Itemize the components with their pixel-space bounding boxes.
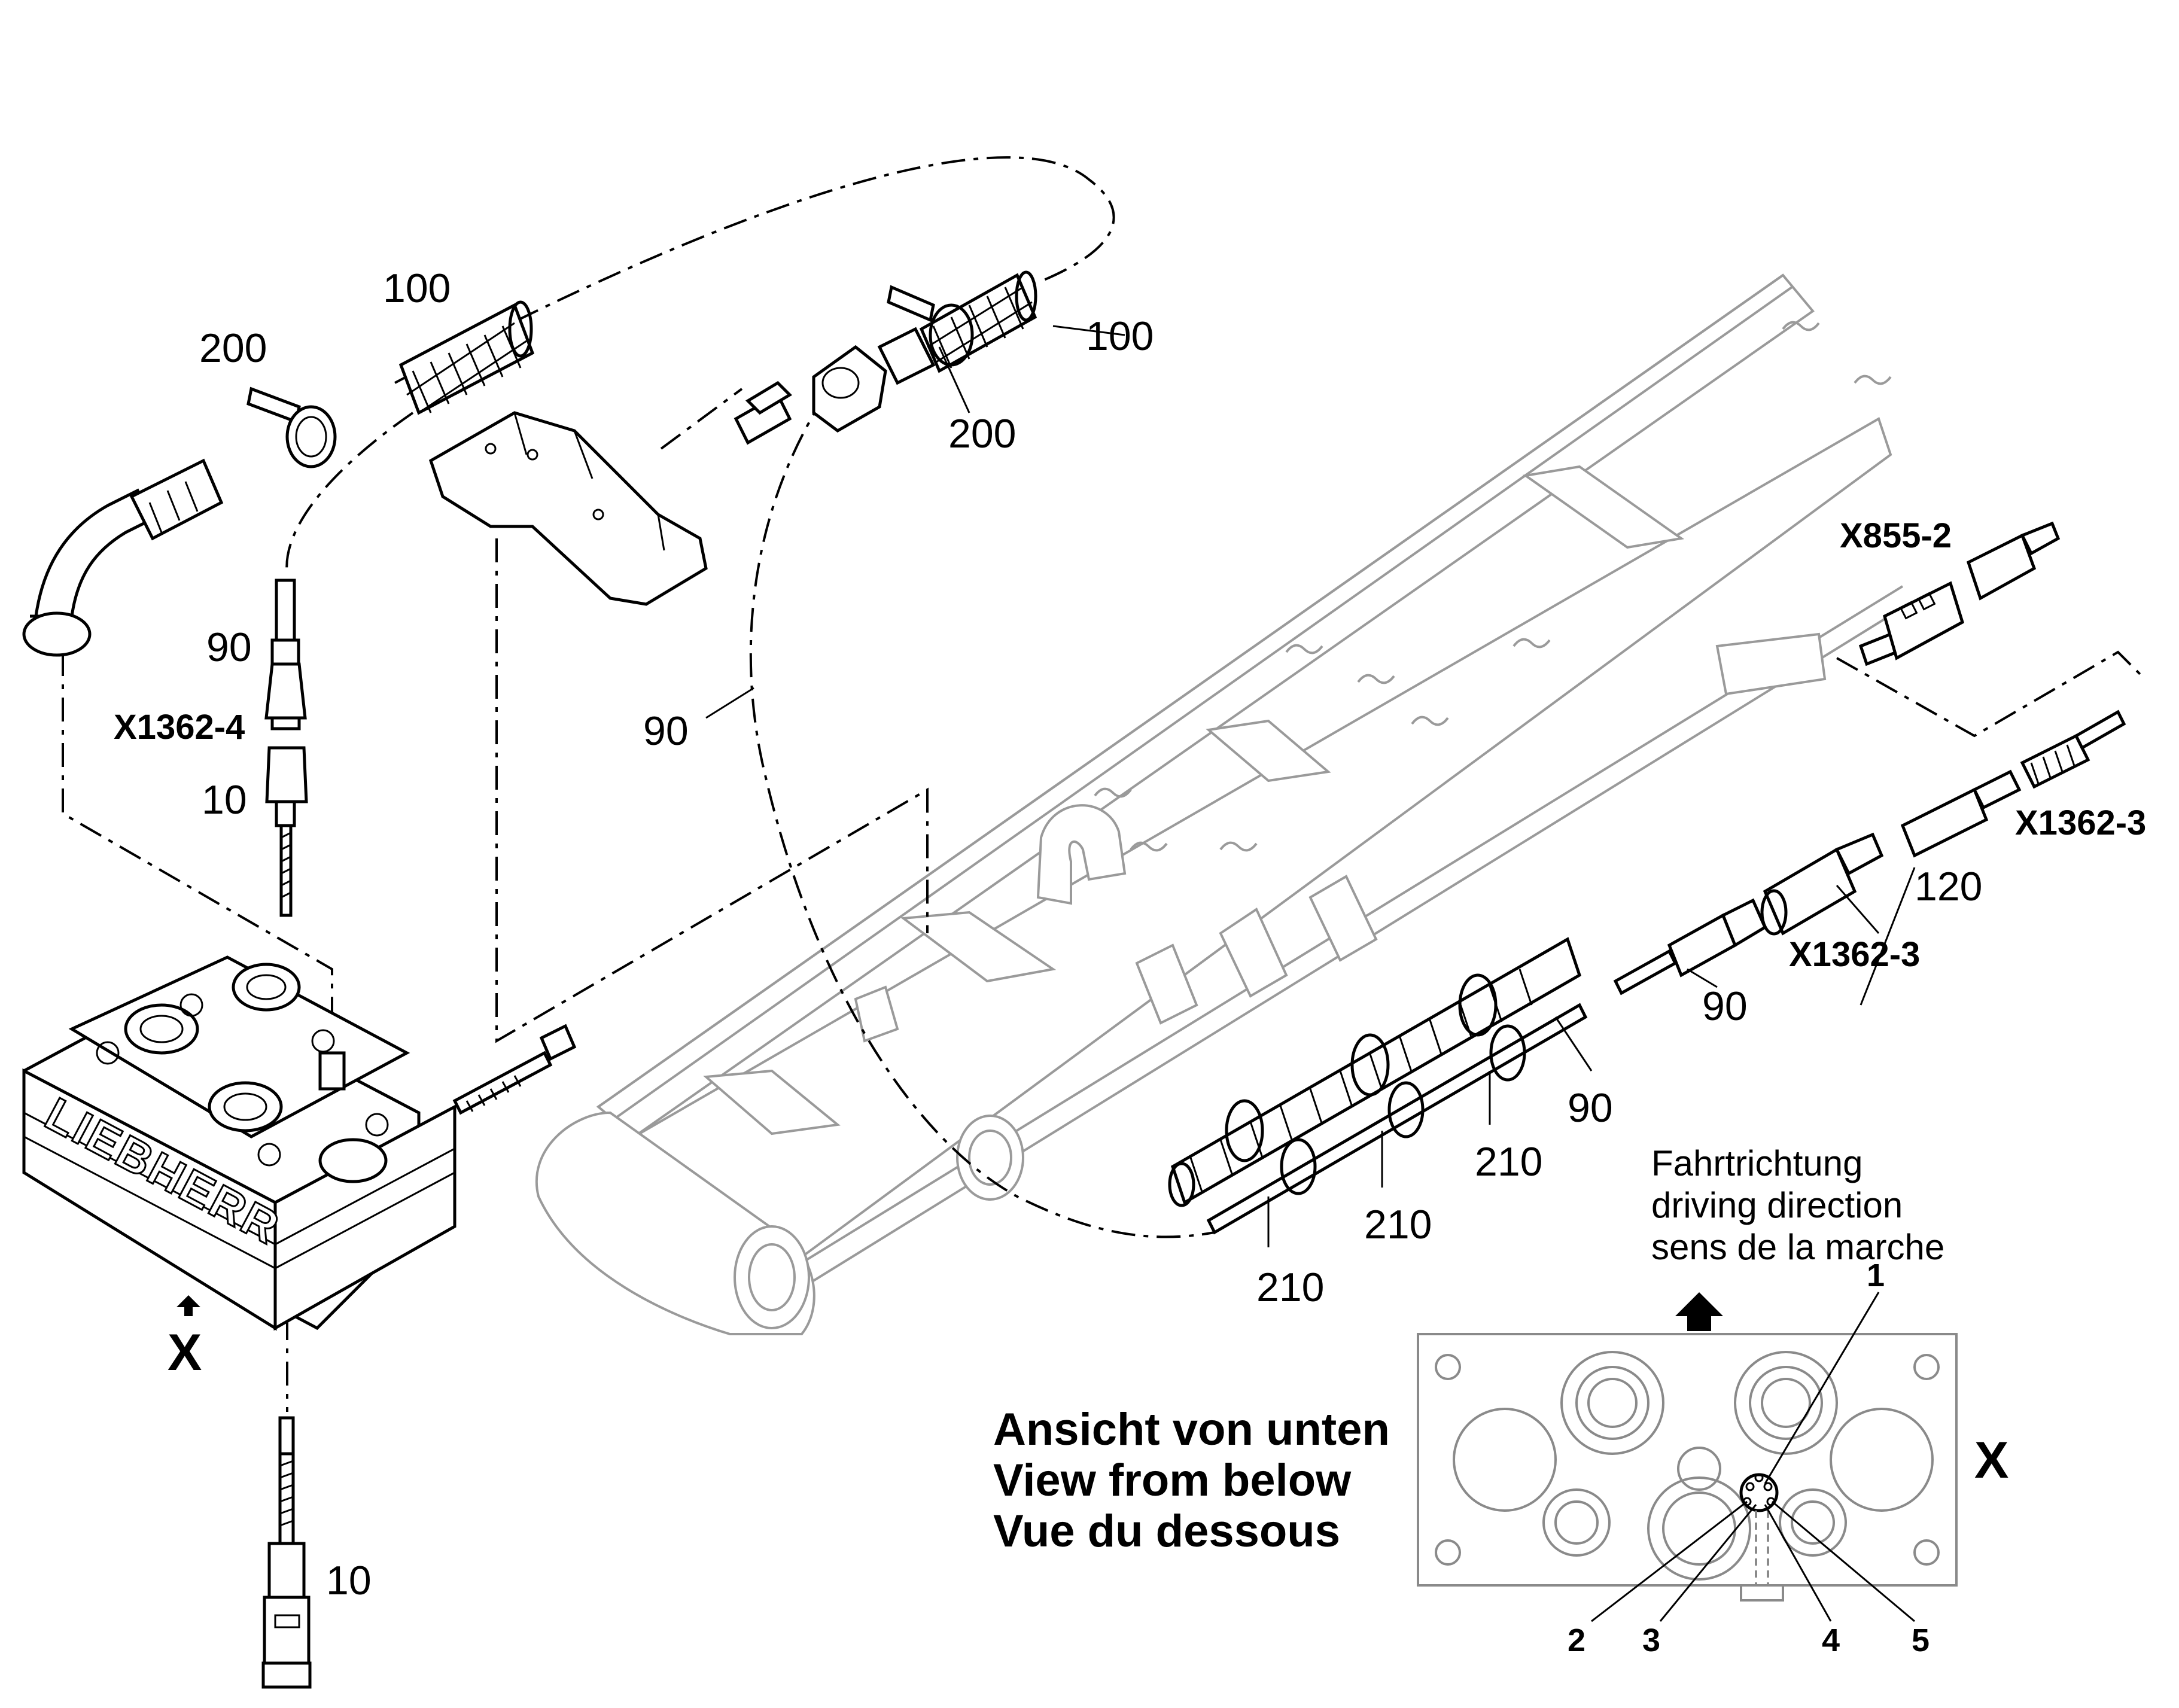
callout-x1362-3-right: X1362-3	[2015, 803, 2146, 842]
callout-x1362-3-mid: X1362-3	[1789, 935, 1920, 974]
connector-x855-2	[1858, 521, 2061, 666]
callout-90-tube: 90	[1568, 1085, 1613, 1131]
callout-90-plug: 90	[1702, 984, 1748, 1029]
callout-100-left: 100	[383, 266, 451, 311]
pin-label-1: 1	[1867, 1258, 1885, 1293]
callout-90-cable: 90	[643, 708, 689, 754]
direction-note-en: driving direction	[1651, 1185, 1903, 1225]
callout-x1362-4: X1362-4	[114, 708, 245, 747]
protective-spring-right	[919, 270, 1037, 373]
callout-x855-2: X855-2	[1840, 516, 1952, 555]
bottom-view-marker: X	[1974, 1432, 2008, 1489]
valve-bottom-view	[1417, 1292, 1958, 1622]
callout-200-right: 200	[948, 411, 1016, 456]
pin-label-2: 2	[1568, 1622, 1585, 1658]
direction-note-de: Fahrtrichtung	[1651, 1143, 1863, 1183]
mounting-bolt	[452, 1024, 577, 1115]
protective-spring-left	[398, 300, 535, 415]
bottom-view-caption-de: Ansicht von unten	[993, 1404, 1390, 1455]
bottom-view-caption-fr: Vue du dessous	[993, 1506, 1340, 1557]
pressure-sensor-bottom	[261, 1416, 312, 1689]
bottom-view-caption-en: View from below	[993, 1455, 1352, 1506]
pin-label-4: 4	[1822, 1622, 1840, 1658]
connector-cable-right	[1613, 710, 2126, 995]
routing-lines	[62, 156, 2143, 1412]
boom-arm	[535, 273, 1910, 1335]
callout-120: 120	[1915, 864, 1982, 909]
mounting-bracket	[428, 411, 708, 606]
pin-label-5: 5	[1912, 1622, 1930, 1658]
cable-tie-right	[887, 285, 974, 367]
cable-tie-left	[246, 386, 337, 468]
callout-210-b: 210	[1364, 1202, 1432, 1247]
callout-210-a: 210	[1475, 1139, 1542, 1185]
callout-10-bottom: 10	[326, 1558, 372, 1603]
leader-lines	[705, 325, 1916, 1071]
pin-label-3: 3	[1642, 1622, 1660, 1658]
pressure-sensor-top	[264, 579, 308, 917]
elbow-fitting	[22, 458, 224, 657]
callout-90-sensor: 90	[206, 625, 252, 670]
view-marker-label: X	[168, 1324, 202, 1381]
callout-200-left: 200	[199, 325, 267, 371]
protective-tube-assembly	[1168, 937, 1588, 1247]
direction-note-fr: sens de la marche	[1651, 1227, 1944, 1267]
control-valve-block: LIEBHERR	[22, 955, 457, 1331]
union-fittings	[734, 327, 936, 445]
callout-10-top: 10	[202, 777, 247, 823]
driving-direction-arrow	[1675, 1292, 1723, 1331]
callout-100-right: 100	[1086, 313, 1154, 359]
view-marker-x: X	[168, 1295, 202, 1381]
callout-210-c: 210	[1256, 1265, 1324, 1310]
